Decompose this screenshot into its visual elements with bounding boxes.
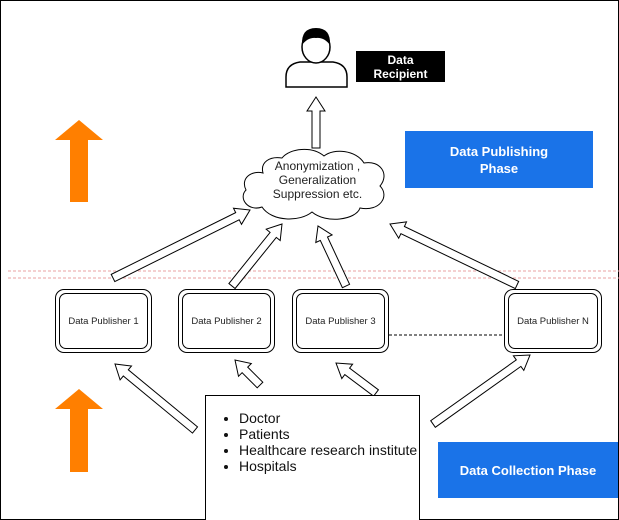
arrow-publisher1-to-cloud (110, 207, 251, 283)
data-recipient-label: Data Recipient (356, 51, 445, 82)
data-publisher-1-label: Data Publisher 1 (68, 315, 139, 327)
data-sources-list: Doctor Patients Healthcare research inst… (206, 410, 419, 474)
arrow-sources-to-publisher1 (114, 363, 199, 434)
source-item-patients: Patients (239, 426, 419, 442)
data-publishing-phase-box: Data Publishing Phase (405, 131, 593, 188)
orange-arrow-up-top (55, 120, 103, 202)
person-icon (285, 28, 348, 88)
orange-arrow-up-bottom (55, 389, 103, 472)
publishing-phase-line1: Data Publishing (449, 143, 549, 159)
data-publisher-n: Data Publisher N (504, 289, 602, 353)
arrow-publishern-to-cloud (389, 221, 520, 290)
anonymization-line2: Generalization (278, 173, 357, 187)
data-publisher-2-label: Data Publisher 2 (191, 315, 262, 327)
data-recipient-line1: Data (387, 53, 414, 67)
data-collection-phase-box: Data Collection Phase (438, 442, 618, 498)
data-recipient-line2: Recipient (373, 67, 428, 81)
arrow-cloud-to-recipient (306, 96, 326, 149)
anonymization-line3: Suppression etc. (272, 187, 363, 201)
source-item-hospitals: Hospitals (239, 458, 419, 474)
anonymization-text: Anonymization , Generalization Suppressi… (250, 159, 385, 201)
arrow-sources-to-publishern (430, 354, 531, 429)
anonymization-line1: Anonymization , (274, 159, 361, 173)
data-publisher-1: Data Publisher 1 (55, 289, 152, 353)
source-item-doctor: Doctor (239, 410, 419, 426)
source-item-healthcare-research: Healthcare research institute (239, 442, 419, 458)
anonymization-cloud (242, 149, 385, 220)
arrow-publisher2-to-cloud (228, 223, 283, 290)
arrow-sources-to-publisher2 (234, 359, 264, 389)
publishing-phase-line2: Phase (479, 160, 519, 176)
arrow-publisher3-to-cloud (315, 225, 351, 289)
data-publisher-n-label: Data Publisher N (517, 315, 589, 327)
data-publisher-3-label: Data Publisher 3 (305, 315, 376, 327)
data-publisher-2: Data Publisher 2 (178, 289, 275, 353)
data-sources-box: Doctor Patients Healthcare research inst… (205, 395, 420, 520)
data-publisher-3: Data Publisher 3 (292, 289, 389, 353)
arrow-sources-to-publisher3 (335, 362, 380, 397)
collection-phase-label: Data Collection Phase (459, 462, 597, 478)
